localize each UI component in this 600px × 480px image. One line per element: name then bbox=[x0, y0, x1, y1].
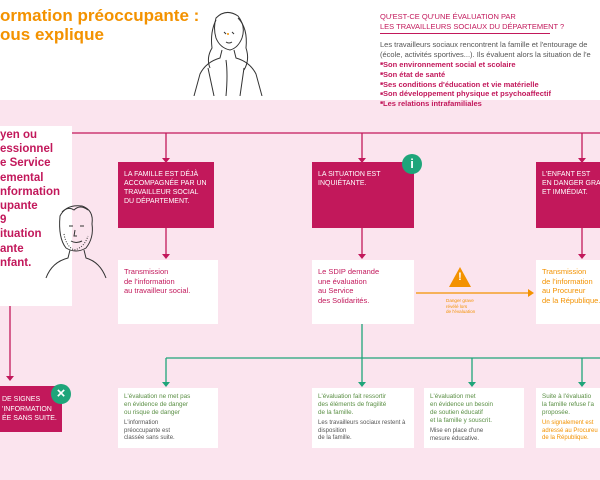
outcome4-sub: adressé au Procureu bbox=[542, 427, 598, 434]
evaluation-question-title: QU'EST-CE QU'UNE ÉVALUATION PAR LES TRAV… bbox=[380, 12, 564, 32]
transmit-family-line1: Transmission bbox=[124, 267, 169, 276]
warning-icon bbox=[449, 267, 471, 287]
outcome-family-refuses: Suite à l'évaluatio la famille refuse l'… bbox=[536, 388, 600, 448]
outcome2-sub: de la famille. bbox=[318, 435, 352, 441]
reporter-line: yen ou bbox=[0, 129, 38, 141]
criteria-item: Son développement physique et psychoaffe… bbox=[380, 89, 551, 99]
outcome2-sub: disposition bbox=[318, 427, 347, 434]
reporter-line: upante bbox=[0, 200, 38, 213]
transmit-family-line2: de l'information bbox=[124, 276, 175, 286]
evaluation-criteria-list: Son environnement social et scolaire Son… bbox=[380, 60, 551, 109]
reporter-line: e Service bbox=[0, 157, 51, 170]
outcome3-line: L'évaluation met bbox=[430, 393, 476, 400]
transmit-danger-line4: de la République. bbox=[542, 295, 600, 305]
transmit-social-worker: Transmission de l'information au travail… bbox=[118, 260, 218, 324]
outcome1-sub: L'information bbox=[124, 420, 159, 426]
close-icon[interactable]: × bbox=[51, 384, 71, 404]
reporter-line: nformation bbox=[0, 185, 61, 198]
case-danger-line1: L'ENFANT EST bbox=[542, 171, 591, 178]
case-situation-text: LA SITUATION EST INQUIÉTANTE. bbox=[318, 171, 381, 187]
case-situation-worrying: LA SITUATION EST INQUIÉTANTE. bbox=[312, 162, 414, 228]
outcome2-line: des éléments de fragilité bbox=[318, 401, 387, 408]
outcome1-line: L'évaluation ne met pas bbox=[124, 393, 191, 400]
evaluation-intro-line1: Les travailleurs sociaux rencontrent la … bbox=[380, 40, 588, 49]
reporter-line: ante bbox=[0, 242, 24, 255]
outcome3-line: de soutien éducatif bbox=[430, 409, 483, 416]
no-signs-line3: ÉE SANS SUITE. bbox=[2, 415, 57, 422]
outcome3-sub: Mise en place d'une bbox=[430, 428, 484, 434]
transmit-sdip-line3: au Service bbox=[318, 286, 354, 295]
reporter-line: emental bbox=[0, 171, 44, 184]
man-illustration bbox=[45, 205, 107, 279]
case-family-text: LA FAMILLE EST DÉJÀ ACCOMPAGNÉE PAR UN T… bbox=[124, 171, 207, 205]
outcome1-sub: classée sans suite. bbox=[124, 435, 175, 441]
warning-line3: de l'évaluation bbox=[446, 309, 476, 315]
outcome-educational-support: L'évaluation met en évidence un besoin d… bbox=[424, 388, 524, 448]
outcome2-line: L'évaluation fait ressortir bbox=[318, 393, 387, 400]
warning-mark: ! bbox=[458, 271, 462, 283]
girl-illustration bbox=[193, 12, 263, 96]
evaluation-question-title-line2: LES TRAVAILLEURS SOCIAUX DU DÉPARTEMENT … bbox=[380, 22, 565, 31]
case-child-danger: L'ENFANT EST EN DANGER GRAV ET IMMÉDIAT. bbox=[536, 162, 600, 228]
reporter-text: yen ou essionnel e Service emental nform… bbox=[0, 128, 60, 270]
reporter-line: nfant. bbox=[0, 256, 32, 269]
page-title-line1: ormation préoccupante : bbox=[0, 6, 200, 25]
outcome2-line: de la famille. bbox=[318, 409, 354, 416]
warning-text: Danger grave révélé lors de l'évaluation bbox=[446, 298, 475, 315]
transmit-danger-line3: au Procureur bbox=[542, 286, 586, 295]
transmit-family-line3: au travailleur social. bbox=[124, 286, 191, 295]
evaluation-intro-line2: (école, activités sportives...). Ils éva… bbox=[380, 50, 591, 59]
reporter-line: ituation bbox=[0, 228, 42, 241]
outcome4-line: proposée. bbox=[542, 409, 571, 416]
outcome1-line: en évidence de danger bbox=[124, 401, 189, 408]
no-signs-line1: DE SIGNES bbox=[2, 396, 41, 403]
outcome3-line: et la famille y souscrit. bbox=[430, 417, 492, 424]
criteria-item: Son environnement social et scolaire bbox=[380, 60, 551, 70]
outcome4-sub: Un signalement est bbox=[542, 420, 594, 426]
case-family-followed: LA FAMILLE EST DÉJÀ ACCOMPAGNÉE PAR UN T… bbox=[118, 162, 214, 228]
outcome-no-danger: L'évaluation ne met pas en évidence de d… bbox=[118, 388, 218, 448]
info-icon[interactable]: i bbox=[402, 154, 422, 174]
transmit-danger-line1: Transmission bbox=[542, 267, 587, 276]
case-danger-line3: ET IMMÉDIAT. bbox=[542, 189, 588, 196]
transmit-sdip: Le SDIP demande une évaluation au Servic… bbox=[312, 260, 414, 324]
transmit-sdip-line1: Le SDIP demande bbox=[318, 267, 380, 276]
page-title-line2: ous explique bbox=[0, 25, 104, 44]
evaluation-intro: Les travailleurs sociaux rencontrent la … bbox=[380, 40, 600, 60]
transmit-sdip-line4: des Solidarités. bbox=[318, 295, 370, 305]
transmit-prosecutor: Transmission de l'information au Procure… bbox=[536, 260, 600, 324]
reporter-line: 9 bbox=[0, 214, 7, 227]
case-danger-line2: EN DANGER GRAV bbox=[542, 180, 600, 187]
evaluation-question-title-line1: QU'EST-CE QU'UNE ÉVALUATION PAR bbox=[380, 12, 516, 21]
outcome1-line: ou risque de danger bbox=[124, 409, 181, 416]
criteria-item: Ses conditions d'éducation et vie matéri… bbox=[380, 80, 551, 90]
criteria-item: Son état de santé bbox=[380, 70, 551, 80]
warning-line1: Danger grave bbox=[446, 298, 474, 303]
transmit-danger-line2: de l'information bbox=[542, 276, 593, 286]
criteria-item: Les relations intrafamiliales bbox=[380, 99, 551, 109]
outcome4-line: la famille refuse l'a bbox=[542, 401, 594, 408]
outcome2-sub: Les travailleurs sociaux restent à bbox=[318, 420, 406, 426]
question-underline bbox=[380, 33, 550, 34]
outcome-fragility: L'évaluation fait ressortir des éléments… bbox=[312, 388, 414, 448]
warning-line2: révélé lors bbox=[446, 303, 468, 309]
reporter-line: essionnel bbox=[0, 143, 54, 156]
outcome4-sub: de la République. bbox=[542, 435, 589, 441]
outcome3-sub: mesure éducative. bbox=[430, 435, 480, 442]
no-signs-line2: 'INFORMATION bbox=[2, 405, 52, 413]
outcome4-line: Suite à l'évaluatio bbox=[542, 393, 592, 400]
outcome1-sub: préoccupante est bbox=[124, 427, 171, 434]
outcome3-line: en évidence un besoin bbox=[430, 401, 494, 408]
transmit-sdip-line2: une évaluation bbox=[318, 276, 367, 286]
